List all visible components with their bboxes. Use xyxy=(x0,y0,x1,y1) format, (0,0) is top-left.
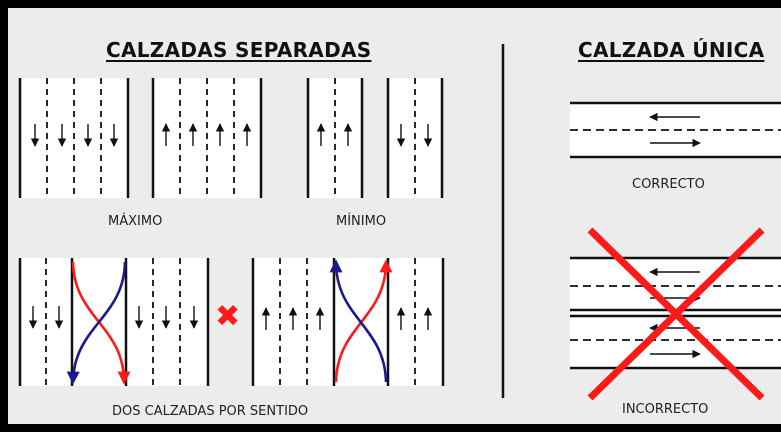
road-two-carriageways-right xyxy=(251,258,445,386)
road-two-carriageways-left xyxy=(18,258,210,386)
title-single-carriageway: CALZADA ÚNICA xyxy=(578,38,765,62)
label-maximum: MÁXIMO xyxy=(108,214,163,229)
title-separate-carriageways: CALZADAS SEPARADAS xyxy=(106,38,372,62)
road-single-incorrect xyxy=(570,227,781,401)
label-two-carriageways: DOS CALZADAS POR SENTIDO xyxy=(112,404,309,419)
road-min-up xyxy=(306,78,364,198)
road-diagram xyxy=(18,44,781,401)
road-single-correct xyxy=(570,101,781,159)
cross-mark-icon: ✖ xyxy=(215,299,241,334)
label-incorrect: INCORRECTO xyxy=(622,402,709,417)
road-max-up xyxy=(151,78,263,198)
label-correct: CORRECTO xyxy=(632,177,705,192)
road-min-down xyxy=(386,78,444,198)
road-max-down xyxy=(18,78,130,198)
label-minimum: MÍNIMO xyxy=(336,214,387,229)
diagram-panel: CALZADAS SEPARADAS CALZADA ÚNICA MÁXIMO … xyxy=(8,8,781,424)
